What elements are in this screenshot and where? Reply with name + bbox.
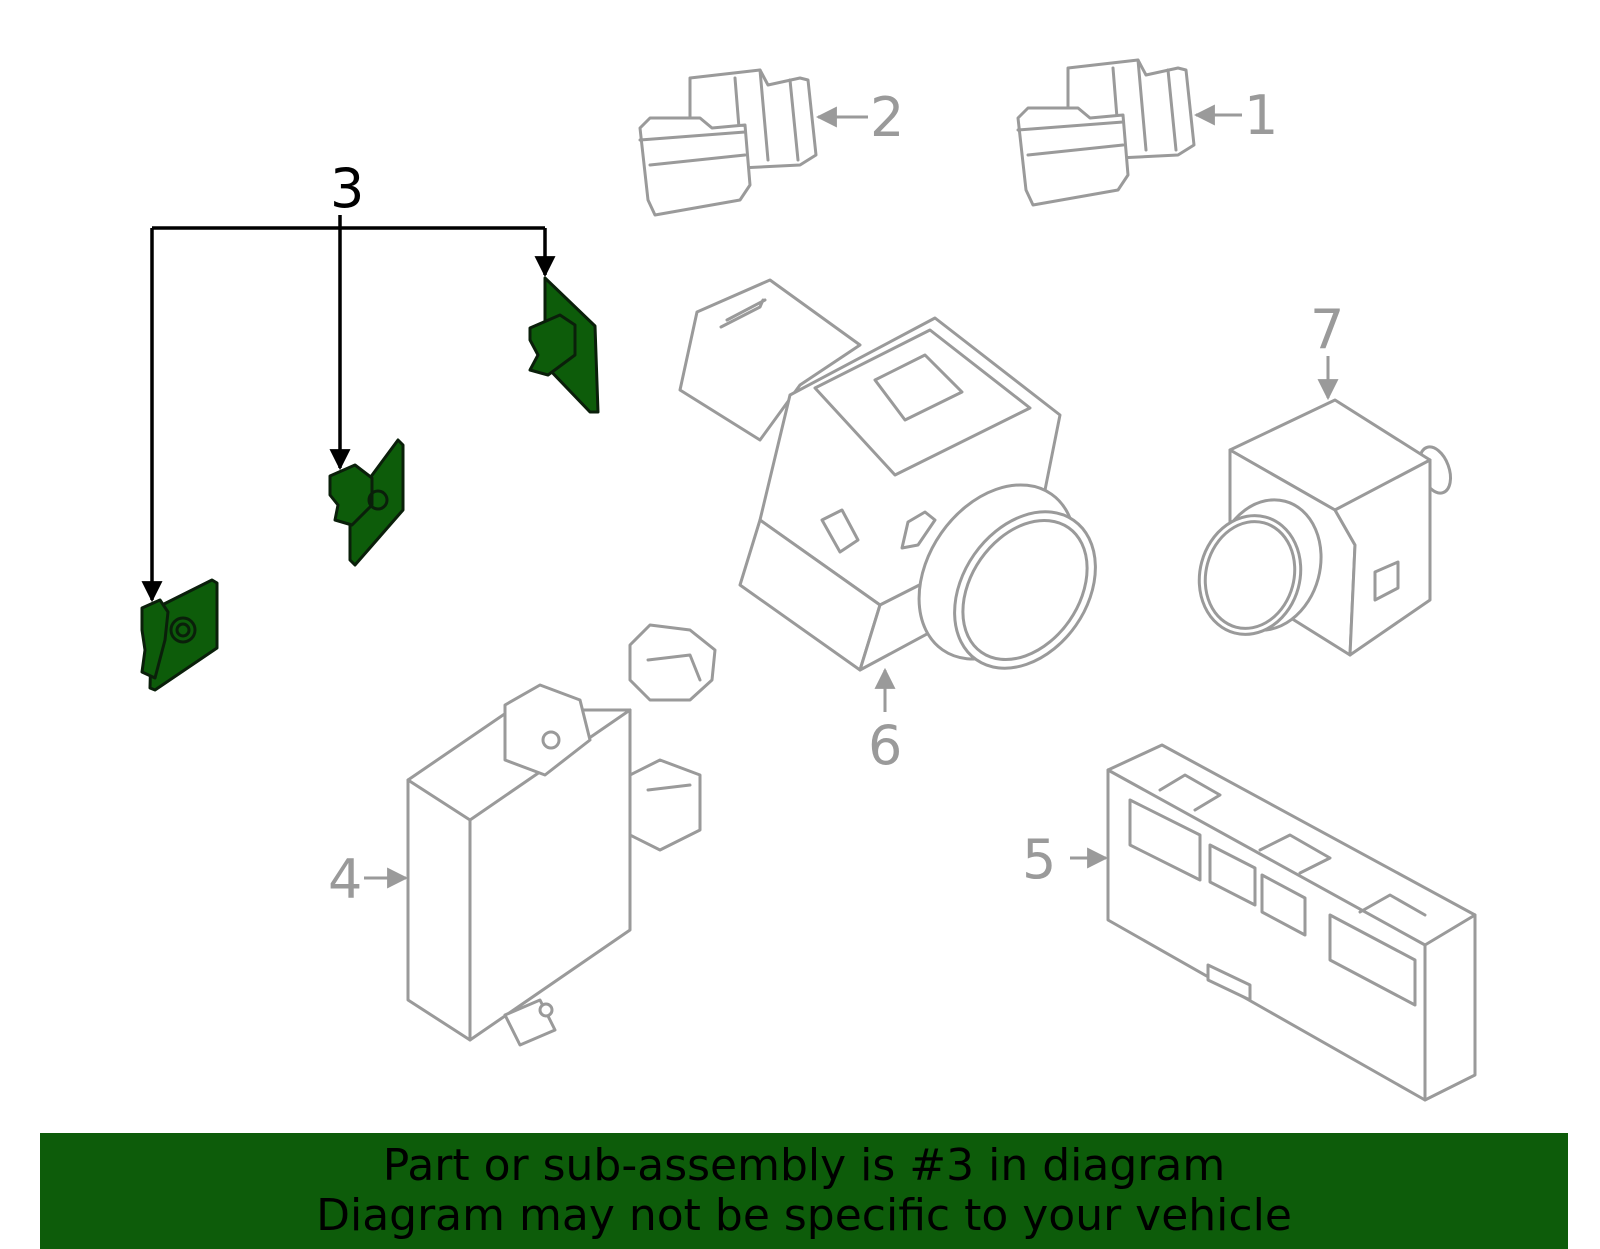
callout-7-label: 7: [1310, 298, 1344, 361]
callout-3-label: 3: [330, 157, 364, 220]
banner-line-1: Part or sub-assembly is #3 in diagram: [382, 1140, 1226, 1191]
part-3-bracket-upper[interactable]: [528, 276, 600, 414]
part-3-bracket-middle[interactable]: [328, 438, 405, 567]
part-4-module[interactable]: [406, 623, 717, 1047]
callout-4: 4: [328, 848, 409, 911]
part-2-sensor[interactable]: [638, 68, 818, 217]
callout-6: 6: [868, 667, 902, 777]
callout-1: 1: [1193, 84, 1278, 147]
callout-2-label: 2: [870, 86, 904, 149]
callout-2: 2: [815, 86, 904, 149]
callout-7: 7: [1310, 298, 1344, 401]
part-6-camera[interactable]: [678, 278, 1125, 695]
callout-6-label: 6: [868, 714, 902, 777]
part-3-bracket-lower[interactable]: [140, 578, 219, 692]
part-5-module[interactable]: [1106, 743, 1477, 1102]
part-1-sensor[interactable]: [1016, 58, 1196, 207]
callout-5-label: 5: [1022, 828, 1056, 891]
callout-4-label: 4: [328, 848, 362, 911]
info-banner: Part or sub-assembly is #3 in diagram Di…: [40, 1133, 1568, 1249]
part-7-camera[interactable]: [1186, 398, 1456, 657]
callout-1-label: 1: [1244, 84, 1278, 147]
callout-3: 3: [141, 157, 556, 603]
banner-line-2: Diagram may not be specific to your vehi…: [316, 1190, 1292, 1241]
callout-5: 5: [1022, 828, 1109, 891]
